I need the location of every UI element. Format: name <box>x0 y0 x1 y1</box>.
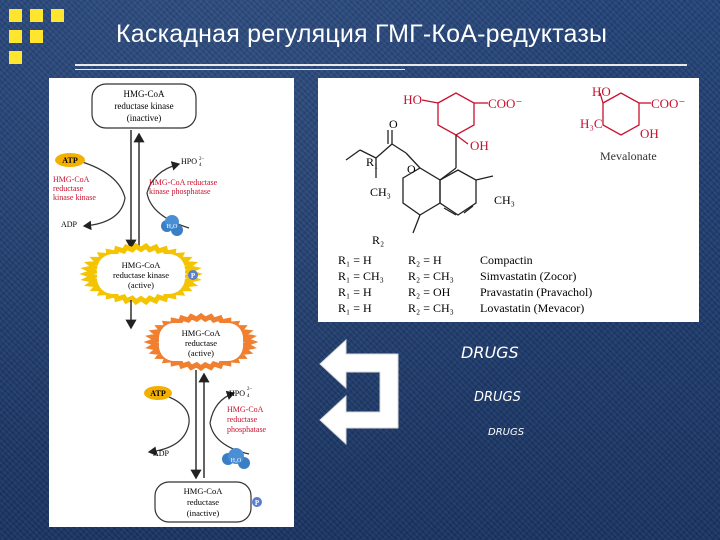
svg-text:Lovastatin (Mevacor): Lovastatin (Mevacor) <box>480 301 584 315</box>
statin-row: R₁ = H R₂ = OH Pravastatin (Pravachol) <box>338 285 592 299</box>
svg-text:4: 4 <box>199 163 202 168</box>
svg-text:reductase: reductase <box>227 415 258 424</box>
svg-text:reductase: reductase <box>53 184 84 193</box>
svg-text:OH: OH <box>640 126 659 141</box>
svg-text:kinase phosphatase: kinase phosphatase <box>149 187 211 196</box>
svg-text:P: P <box>255 499 260 507</box>
svg-text:CH₃: CH₃ <box>494 193 515 207</box>
svg-text:R₁ = H: R₁ = H <box>338 301 372 315</box>
decor-square <box>9 51 22 64</box>
svg-text:2−: 2− <box>199 157 205 162</box>
statin-row: R₁ = H R₂ = H Compactin <box>338 253 533 267</box>
phosphate-badge <box>188 270 198 280</box>
svg-text:HMG-CoA: HMG-CoA <box>53 175 90 184</box>
svg-text:kinase kinase: kinase kinase <box>53 193 96 202</box>
hpo-label-2: HPO <box>229 389 245 398</box>
svg-text:(inactive): (inactive) <box>127 113 161 123</box>
svg-text:R₁ = CH₃: R₁ = CH₃ <box>338 269 384 283</box>
svg-text:R₂ = OH: R₂ = OH <box>408 285 451 299</box>
drugs-label-medium: DRUGS <box>474 390 521 405</box>
statin-structures: HO COO⁻ OH HO H₃C COO⁻ OH Mevalonate O R… <box>318 78 699 322</box>
atp-badge-2 <box>144 386 172 400</box>
svg-text:O: O <box>407 162 416 176</box>
decor-square <box>9 30 22 43</box>
svg-text:O: O <box>389 117 398 131</box>
svg-text:H₂O: H₂O <box>231 458 242 464</box>
svg-text:P: P <box>191 272 196 280</box>
phosphate-badge-2 <box>252 497 262 507</box>
decor-square <box>30 30 43 43</box>
svg-text:R₂ = H: R₂ = H <box>408 253 442 267</box>
title-rule-thin <box>75 69 405 70</box>
svg-text:R₁: R₁ <box>366 155 378 169</box>
svg-text:Pravastatin (Pravachol): Pravastatin (Pravachol) <box>480 285 592 299</box>
svg-text:(active): (active) <box>128 280 154 290</box>
svg-text:reductase kinase: reductase kinase <box>113 270 169 280</box>
drugs-label-small: DRUGS <box>488 427 525 438</box>
decor-square <box>9 9 22 22</box>
svg-text:4: 4 <box>247 394 250 399</box>
svg-text:R₂ = CH₃: R₂ = CH₃ <box>408 301 454 315</box>
svg-text:R₂ = CH₃: R₂ = CH₃ <box>408 269 454 283</box>
svg-text:COO⁻: COO⁻ <box>651 96 685 111</box>
svg-text:reductase: reductase <box>187 497 219 507</box>
title-rule <box>75 64 687 66</box>
svg-text:HMG-CoA: HMG-CoA <box>123 89 165 99</box>
decor-square <box>30 9 43 22</box>
adp-label-2: ADP <box>153 449 170 458</box>
kinase-active-box: HMG-CoA reductase kinase (active) <box>79 242 203 306</box>
svg-text:CH₃: CH₃ <box>370 185 391 199</box>
svg-text:ATP: ATP <box>150 389 166 398</box>
svg-text:phosphatase: phosphatase <box>227 425 267 434</box>
statin-row: R₁ = H R₂ = CH₃ Lovastatin (Mevacor) <box>338 301 584 315</box>
water-molecule-icon: H₂O <box>161 215 183 236</box>
reductase-active-box: HMG-CoA reductase (active) <box>143 312 259 372</box>
kinase-inactive-box: HMG-CoA reductase kinase (inactive) <box>91 83 197 129</box>
cascade-diagram: HMG-CoA reductase kinase (inactive) ATP … <box>49 78 294 527</box>
svg-text:ATP: ATP <box>62 156 78 165</box>
svg-text:R₁ = H: R₁ = H <box>338 285 372 299</box>
adp-label: ADP <box>61 220 78 229</box>
svg-text:reductase kinase: reductase kinase <box>114 101 173 111</box>
svg-text:H₂O: H₂O <box>167 224 178 230</box>
svg-text:HMG-CoA: HMG-CoA <box>182 328 222 338</box>
svg-text:H₃C: H₃C <box>580 116 603 131</box>
svg-text:reductase: reductase <box>185 338 217 348</box>
svg-text:HO: HO <box>403 92 422 107</box>
svg-text:(active): (active) <box>188 348 214 358</box>
water-molecule-icon-2: H₂O <box>222 448 250 469</box>
decor-square <box>51 9 64 22</box>
statin-row: R₁ = CH₃ R₂ = CH₃ Simvastatin (Zocor) <box>338 269 576 283</box>
svg-text:2−: 2− <box>247 387 253 392</box>
svg-text:Compactin: Compactin <box>480 253 533 267</box>
mevalonate-label: Mevalonate <box>600 149 657 163</box>
svg-text:HMG-CoA reductase: HMG-CoA reductase <box>149 178 218 187</box>
svg-text:OH: OH <box>470 138 489 153</box>
svg-text:HMG-CoA: HMG-CoA <box>184 486 224 496</box>
svg-text:Simvastatin (Zocor): Simvastatin (Zocor) <box>480 269 576 283</box>
hpo-label: HPO <box>181 157 197 166</box>
slide-title: Каскадная регуляция ГМГ-КоА-редуктазы <box>116 20 608 48</box>
svg-text:HMG-CoA: HMG-CoA <box>227 405 264 414</box>
svg-text:HO: HO <box>592 84 611 99</box>
feedback-arrow-icon <box>319 338 399 446</box>
svg-text:R₂: R₂ <box>372 233 384 247</box>
svg-text:HMG-CoA: HMG-CoA <box>122 260 162 270</box>
svg-text:(inactive): (inactive) <box>187 508 220 518</box>
reductase-inactive-box: HMG-CoA reductase (inactive) <box>154 481 252 523</box>
svg-text:R₁ = H: R₁ = H <box>338 253 372 267</box>
drugs-label-large: DRUGS <box>461 343 519 362</box>
svg-text:COO⁻: COO⁻ <box>488 96 522 111</box>
atp-badge <box>55 153 85 167</box>
